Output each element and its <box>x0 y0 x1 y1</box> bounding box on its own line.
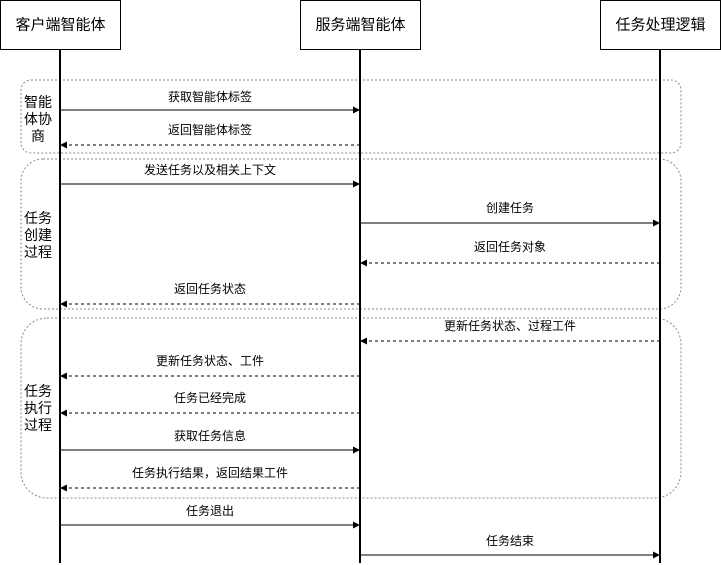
message-2-label: 返回智能体标签 <box>168 122 252 137</box>
message-6: 返回任务状态 <box>60 281 360 308</box>
group-negotiation-label-3: 商 <box>31 129 45 145</box>
message-4-label: 创建任务 <box>486 200 534 215</box>
group-execution-label-1: 任务 <box>24 384 52 400</box>
group-negotiation-label-1: 智能 <box>24 95 52 111</box>
group-execution: 任务 执行 过程 <box>20 317 682 499</box>
actor-server-box <box>300 0 421 50</box>
group-creation-label-2: 创建 <box>24 228 52 244</box>
actor-server-label: 服务端智能体 <box>315 16 405 34</box>
actor-client: 客户端智能体 <box>0 0 121 50</box>
group-execution-label-3: 过程 <box>24 418 52 434</box>
message-11: 任务执行结果，返回结果工件 <box>60 465 360 492</box>
message-10-label: 获取任务信息 <box>174 428 246 443</box>
group-negotiation-frame <box>20 79 682 154</box>
actor-client-label: 客户端智能体 <box>15 16 105 34</box>
group-creation-label-1: 任务 <box>24 211 52 227</box>
group-negotiation: 智能 体协 商 <box>20 79 682 154</box>
message-5-label: 返回任务对象 <box>474 239 546 254</box>
message-8: 更新任务状态、工件 <box>60 353 360 380</box>
message-8-label: 更新任务状态、工件 <box>156 353 264 368</box>
group-creation: 任务 创建 过程 <box>20 158 682 310</box>
group-execution-frame <box>20 317 682 499</box>
message-7: 更新任务状态、过程工件 <box>360 318 660 345</box>
message-7-label: 更新任务状态、过程工件 <box>444 318 576 333</box>
group-creation-frame <box>20 158 682 310</box>
group-creation-label-3: 过程 <box>24 245 52 261</box>
message-13-label: 任务结束 <box>486 533 534 548</box>
message-11-label: 任务执行结果，返回结果工件 <box>132 465 288 480</box>
message-6-label: 返回任务状态 <box>174 281 246 296</box>
group-execution-label-2: 执行 <box>24 401 52 417</box>
actor-logic-box <box>600 0 721 50</box>
message-13: 任务结束 <box>360 533 660 559</box>
message-3-label: 发送任务以及相关上下文 <box>144 162 276 177</box>
message-12: 任务退出 <box>60 503 360 529</box>
message-1-label: 获取智能体标签 <box>168 89 252 104</box>
message-9: 任务已经完成 <box>60 390 360 417</box>
message-12-label: 任务退出 <box>186 503 234 518</box>
group-negotiation-label-2: 体协 <box>24 112 52 128</box>
actor-logic-label: 任务处理逻辑 <box>615 16 705 34</box>
message-2: 返回智能体标签 <box>60 122 360 149</box>
message-4: 创建任务 <box>360 200 660 227</box>
message-10: 获取任务信息 <box>60 428 360 454</box>
actor-server: 服务端智能体 <box>300 0 421 50</box>
actor-client-box <box>0 0 121 50</box>
message-3: 发送任务以及相关上下文 <box>60 162 360 188</box>
message-5: 返回任务对象 <box>360 239 660 267</box>
message-1: 获取智能体标签 <box>60 89 360 114</box>
message-9-label: 任务已经完成 <box>174 390 246 405</box>
actor-logic: 任务处理逻辑 <box>600 0 721 50</box>
